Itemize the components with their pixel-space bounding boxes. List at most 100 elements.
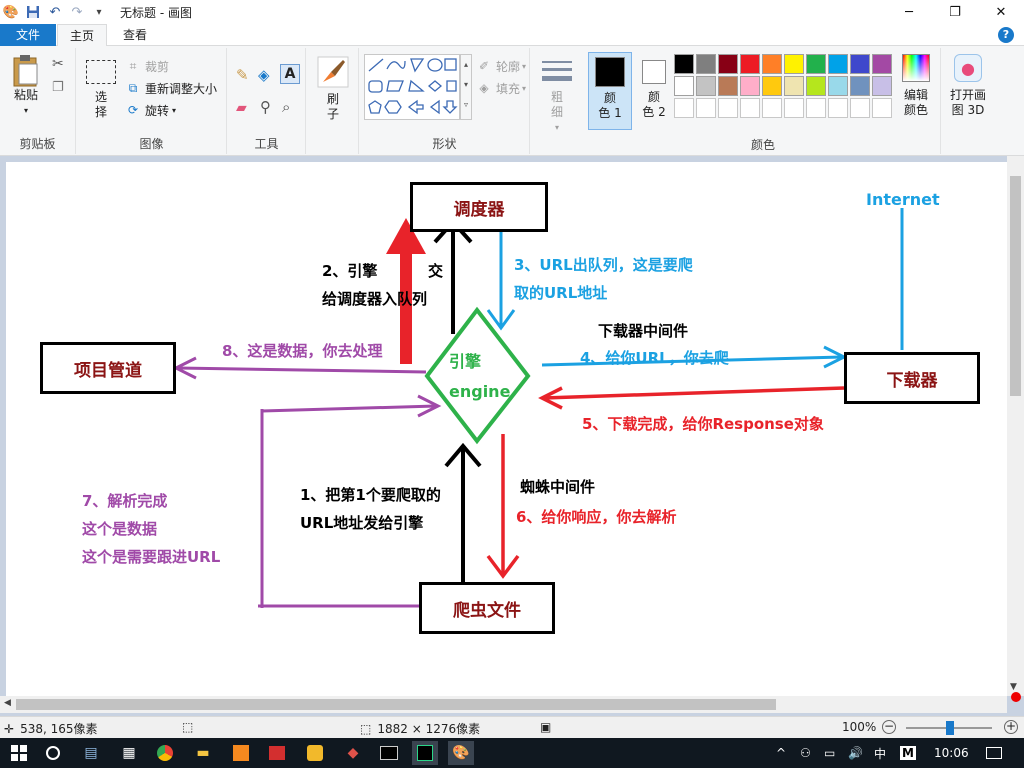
palette-color-swatch[interactable]	[828, 54, 848, 74]
edit-colors-button[interactable]: 编辑 颜色	[898, 54, 934, 118]
taskbar-sublime[interactable]	[228, 741, 254, 765]
rotate-button[interactable]: ⟳旋转▾	[125, 100, 176, 120]
palette-color-swatch[interactable]	[740, 76, 760, 96]
tray-ime-mode[interactable]: M	[900, 746, 916, 760]
palette-color-swatch[interactable]	[872, 54, 892, 74]
horizontal-scroll-thumb[interactable]	[16, 699, 776, 710]
minimize-button[interactable]: ─	[905, 4, 913, 20]
taskbar-app-7[interactable]	[302, 741, 328, 765]
shapes-scroll[interactable]: ▴▾▿	[460, 54, 472, 120]
tab-home[interactable]: 主页	[57, 24, 107, 47]
custom-color-slot[interactable]	[828, 98, 848, 118]
resize-handle[interactable]	[1011, 692, 1021, 702]
fill-shape-button[interactable]: ◈填充▾	[476, 78, 526, 98]
paint-app-icon[interactable]: 🎨	[2, 4, 20, 20]
palette-color-swatch[interactable]	[784, 54, 804, 74]
scroll-left-icon[interactable]: ◀	[4, 698, 11, 708]
pencil-icon[interactable]: ✎	[236, 66, 249, 84]
custom-color-slot[interactable]	[762, 98, 782, 118]
palette-color-swatch[interactable]	[872, 76, 892, 96]
close-button[interactable]: ✕	[995, 4, 1007, 20]
custom-color-slot[interactable]	[674, 98, 694, 118]
search-button[interactable]	[40, 741, 66, 765]
tray-up-arrow-icon[interactable]: ^	[776, 746, 787, 760]
tray-volume-icon[interactable]: 🔊	[848, 746, 863, 760]
palette-color-swatch[interactable]	[762, 76, 782, 96]
tray-clock[interactable]: 10:06	[934, 746, 969, 760]
cursor-position: ✛ 538, 165像素	[4, 721, 98, 737]
palette-color-swatch[interactable]	[718, 76, 738, 96]
color1-button[interactable]: 颜 色 1	[588, 52, 632, 130]
help-button[interactable]: ?	[998, 27, 1014, 43]
palette-color-swatch[interactable]	[850, 54, 870, 74]
brushes-button[interactable]: 刷 子	[315, 56, 351, 122]
palette-color-swatch[interactable]	[850, 76, 870, 96]
palette-color-swatch[interactable]	[806, 76, 826, 96]
magnifier-icon[interactable]: ⌕	[282, 98, 291, 116]
paste-button[interactable]: 粘贴 ▾	[6, 54, 46, 118]
tray-person-icon[interactable]: ⚇	[800, 746, 811, 760]
drawing-canvas[interactable]: 调度器 下载器 项目管道 爬虫文件 引擎 engine Internet 2、引…	[6, 162, 1008, 696]
text-icon[interactable]: A	[280, 64, 300, 84]
cut-icon[interactable]: ✂	[52, 56, 64, 72]
fill-icon[interactable]: ◈	[258, 66, 270, 84]
zoom-in-button[interactable]: +	[1004, 720, 1018, 734]
custom-color-slot[interactable]	[718, 98, 738, 118]
taskbar-app-6[interactable]	[264, 741, 290, 765]
size-button[interactable]: 粗 细 ▾	[539, 56, 575, 135]
resize-button[interactable]: ⧉重新调整大小	[125, 78, 217, 98]
scroll-down-icon[interactable]: ▼	[1010, 682, 1017, 692]
tray-ime[interactable]: 中	[874, 746, 887, 761]
redo-icon[interactable]: ↷	[71, 4, 83, 20]
taskbar-app-2[interactable]: ▦	[116, 741, 142, 765]
open-paint3d-button[interactable]: ● 打开画 图 3D	[944, 54, 992, 118]
custom-color-slot[interactable]	[740, 98, 760, 118]
crop-button[interactable]: ⌗裁剪	[125, 56, 169, 76]
palette-color-swatch[interactable]	[674, 54, 694, 74]
taskbar-app-1[interactable]: ▤	[78, 741, 104, 765]
taskbar-chrome[interactable]	[152, 741, 178, 765]
select-button[interactable]: 选 择	[83, 60, 119, 120]
custom-color-slot[interactable]	[696, 98, 716, 118]
palette-color-swatch[interactable]	[740, 54, 760, 74]
palette-color-swatch[interactable]	[674, 76, 694, 96]
palette-color-swatch[interactable]	[718, 54, 738, 74]
copy-icon[interactable]: ❐	[52, 80, 64, 95]
taskbar-pycharm[interactable]	[412, 741, 438, 765]
palette-color-swatch[interactable]	[696, 54, 716, 74]
notification-center-icon[interactable]	[986, 738, 1002, 768]
palette-color-swatch[interactable]	[784, 76, 804, 96]
save-icon[interactable]	[22, 1, 44, 23]
custom-color-slot[interactable]	[850, 98, 870, 118]
shapes-gallery[interactable]	[364, 54, 460, 120]
cortana-icon	[46, 746, 60, 760]
tab-file[interactable]: 文件	[0, 24, 56, 46]
zoom-slider[interactable]	[906, 721, 992, 735]
maximize-button[interactable]: ❐	[949, 4, 961, 20]
horizontal-scrollbar[interactable]: ◀	[0, 696, 1007, 713]
eraser-icon[interactable]: ▰	[236, 100, 247, 116]
color-picker-icon[interactable]: ⚲	[260, 98, 271, 116]
undo-icon[interactable]: ↶	[49, 4, 61, 20]
palette-color-swatch[interactable]	[828, 76, 848, 96]
zoom-out-button[interactable]: −	[882, 720, 896, 734]
start-button[interactable]	[6, 741, 32, 765]
taskbar-paint[interactable]: 🎨	[448, 741, 474, 765]
custom-color-slot[interactable]	[784, 98, 804, 118]
tray-monitor-icon[interactable]: ▭	[824, 746, 836, 760]
zoom-slider-thumb[interactable]	[946, 721, 954, 735]
vertical-scrollbar[interactable]: ▼	[1007, 156, 1024, 696]
vertical-scroll-thumb[interactable]	[1010, 176, 1021, 396]
taskbar-cmd[interactable]	[376, 741, 402, 765]
custom-color-slot[interactable]	[806, 98, 826, 118]
color2-button[interactable]: 颜 色 2	[634, 52, 674, 130]
palette-color-swatch[interactable]	[806, 54, 826, 74]
quick-access-dropdown-icon[interactable]: ▾	[96, 6, 102, 18]
palette-color-swatch[interactable]	[762, 54, 782, 74]
palette-color-swatch[interactable]	[696, 76, 716, 96]
outline-button[interactable]: ✐轮廓▾	[476, 56, 526, 76]
taskbar-explorer[interactable]: ▬	[190, 741, 216, 765]
tab-view[interactable]: 查看	[122, 28, 147, 42]
taskbar-app-8[interactable]: ◆	[340, 741, 366, 765]
custom-color-slot[interactable]	[872, 98, 892, 118]
